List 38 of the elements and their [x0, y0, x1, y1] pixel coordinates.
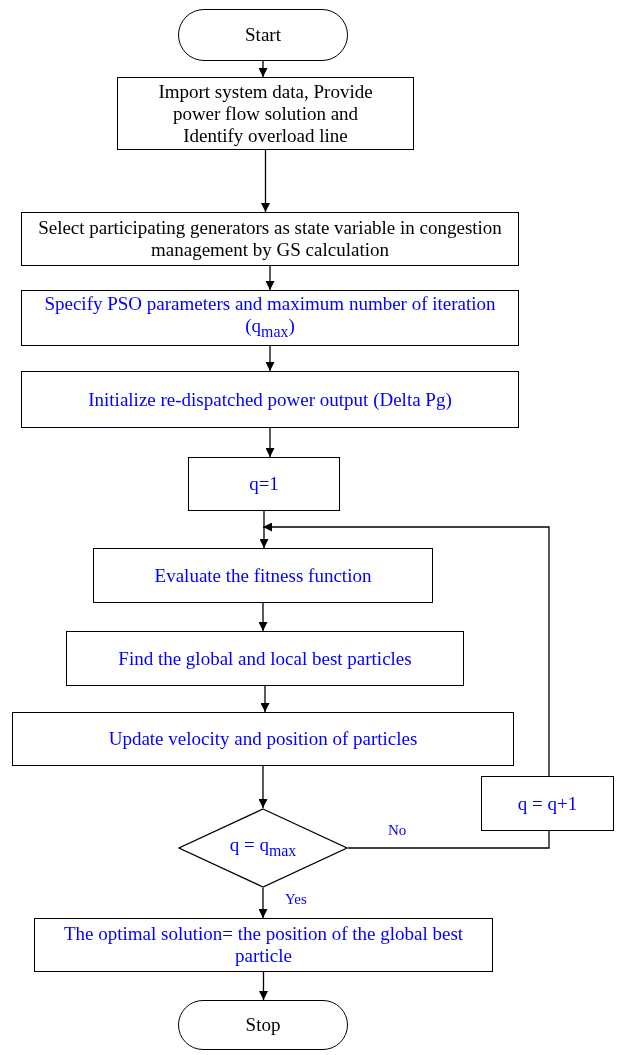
process-box — [481, 776, 614, 831]
node-text: Specify PSO parameters and maximum number of iteration (q$_{max}$) — [43, 293, 497, 342]
process-box — [117, 77, 414, 150]
node-text: Import system data, Provide power flow solution and Identify overload line — [157, 80, 374, 147]
process-box — [12, 712, 514, 766]
arrow — [262, 522, 550, 777]
node-text: Select participating generators as state variable in congestion management by GS calculation — [37, 217, 503, 261]
arrow — [258, 602, 268, 632]
node-text: Start — [244, 24, 282, 46]
node-text: q=1 — [248, 473, 280, 495]
process-box — [21, 371, 519, 428]
node-text: The optimal solution= the position of the global best particle — [62, 923, 465, 967]
decision-diamond — [178, 808, 348, 888]
arrow — [265, 427, 275, 458]
process-box — [188, 457, 340, 511]
node-text: Stop — [244, 1014, 282, 1036]
arrow — [261, 149, 270, 213]
arrow — [258, 887, 268, 919]
process-box — [21, 212, 519, 266]
node-text: Evaluate the fitness function — [153, 564, 373, 587]
process-box — [34, 918, 493, 972]
terminal-shape — [178, 1000, 348, 1050]
arrow — [258, 765, 268, 809]
arrow — [258, 60, 268, 78]
arrow — [259, 971, 268, 1001]
node-text: q = q$_{max}$ — [228, 834, 298, 861]
arrow — [265, 345, 275, 372]
node-text: Update velocity and position of particles — [107, 728, 419, 750]
node-text: Find the global and local best particles — [117, 647, 413, 670]
arrow — [265, 265, 275, 291]
process-box — [21, 290, 519, 346]
process-box — [66, 631, 464, 686]
node-text: q = q+1 — [516, 792, 579, 815]
node-text: Initialize re-dispatched power output (Delta Pg) — [87, 388, 453, 411]
arrow — [259, 510, 269, 549]
process-box — [93, 548, 433, 603]
terminal-shape — [178, 9, 348, 61]
arrow — [260, 685, 270, 713]
